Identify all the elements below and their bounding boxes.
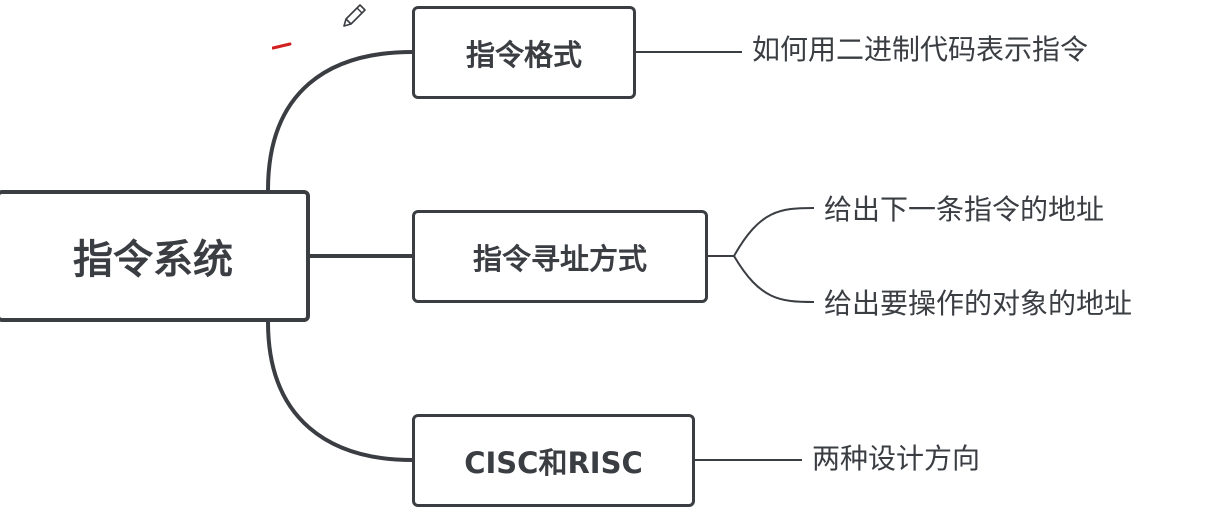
red-annotation-mark: [271, 35, 292, 50]
root-node-label: 指令系统: [73, 237, 233, 283]
pencil-icon[interactable]: [340, 0, 370, 30]
connector-root-to-cisc-risc: [266, 321, 413, 462]
leaf-binary-encoding[interactable]: 如何用二进制代码表示指令: [752, 33, 1089, 66]
branch-node-instruction-format[interactable]: 指令格式: [412, 6, 636, 99]
connector-addressing-to-leaf-2: [733, 255, 815, 303]
connector-root-to-instruction-format: [266, 50, 413, 191]
branch-node-addressing-modes[interactable]: 指令寻址方式: [412, 210, 708, 303]
branch-node-label: 指令寻址方式: [472, 241, 647, 276]
leaf-design-directions[interactable]: 两种设计方向: [812, 442, 981, 475]
branch-node-cisc-risc[interactable]: CISC和RISC: [412, 414, 695, 507]
leaf-operand-address[interactable]: 给出要操作的对象的地址: [824, 287, 1133, 320]
root-node[interactable]: 指令系统: [0, 190, 310, 322]
connector-addressing-to-leaf-1: [708, 207, 815, 257]
branch-node-label: CISC和RISC: [464, 445, 643, 480]
branch-node-label: 指令格式: [465, 37, 582, 72]
leaf-next-instruction-address[interactable]: 给出下一条指令的地址: [824, 193, 1105, 226]
